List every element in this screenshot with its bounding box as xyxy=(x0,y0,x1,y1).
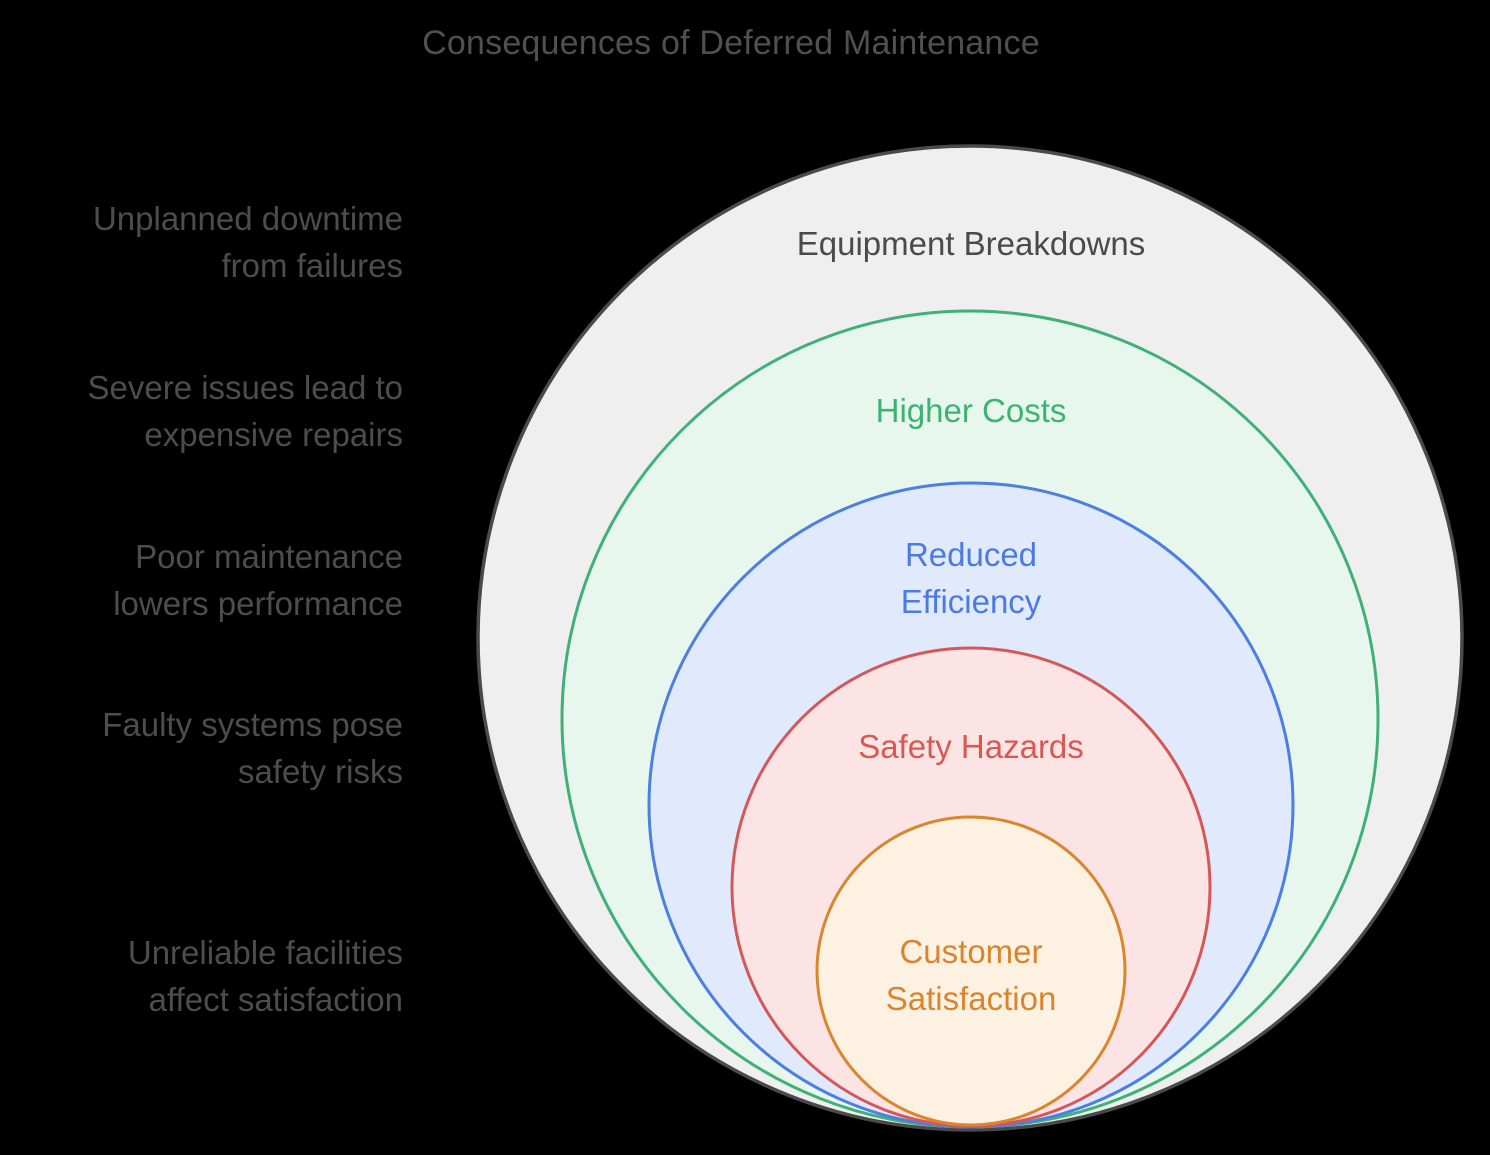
ring-label-customer-satisfaction: Customer Satisfaction xyxy=(885,933,1057,1017)
side-note-equipment-breakdowns: Unplanned downtime from failures xyxy=(92,200,403,284)
ring-label-reduced-efficiency: Reduced Efficiency xyxy=(900,536,1042,620)
diagram-title: Consequences of Deferred Maintenance xyxy=(422,24,1040,62)
side-note-safety-hazards: Faulty systems pose safety risks xyxy=(102,706,403,790)
ring-label-higher-costs: Higher Costs xyxy=(875,392,1067,429)
ring-label-equipment-breakdowns: Equipment Breakdowns xyxy=(796,225,1146,262)
ring-label-safety-hazards: Safety Hazards xyxy=(858,728,1084,765)
side-note-customer-satisfaction: Unreliable facilities affect satisfactio… xyxy=(127,934,403,1018)
side-note-reduced-efficiency: Poor maintenance lowers performance xyxy=(113,538,403,622)
side-note-higher-costs: Severe issues lead to expensive repairs xyxy=(87,369,403,453)
ring-circle-customer-satisfaction xyxy=(815,815,1127,1127)
